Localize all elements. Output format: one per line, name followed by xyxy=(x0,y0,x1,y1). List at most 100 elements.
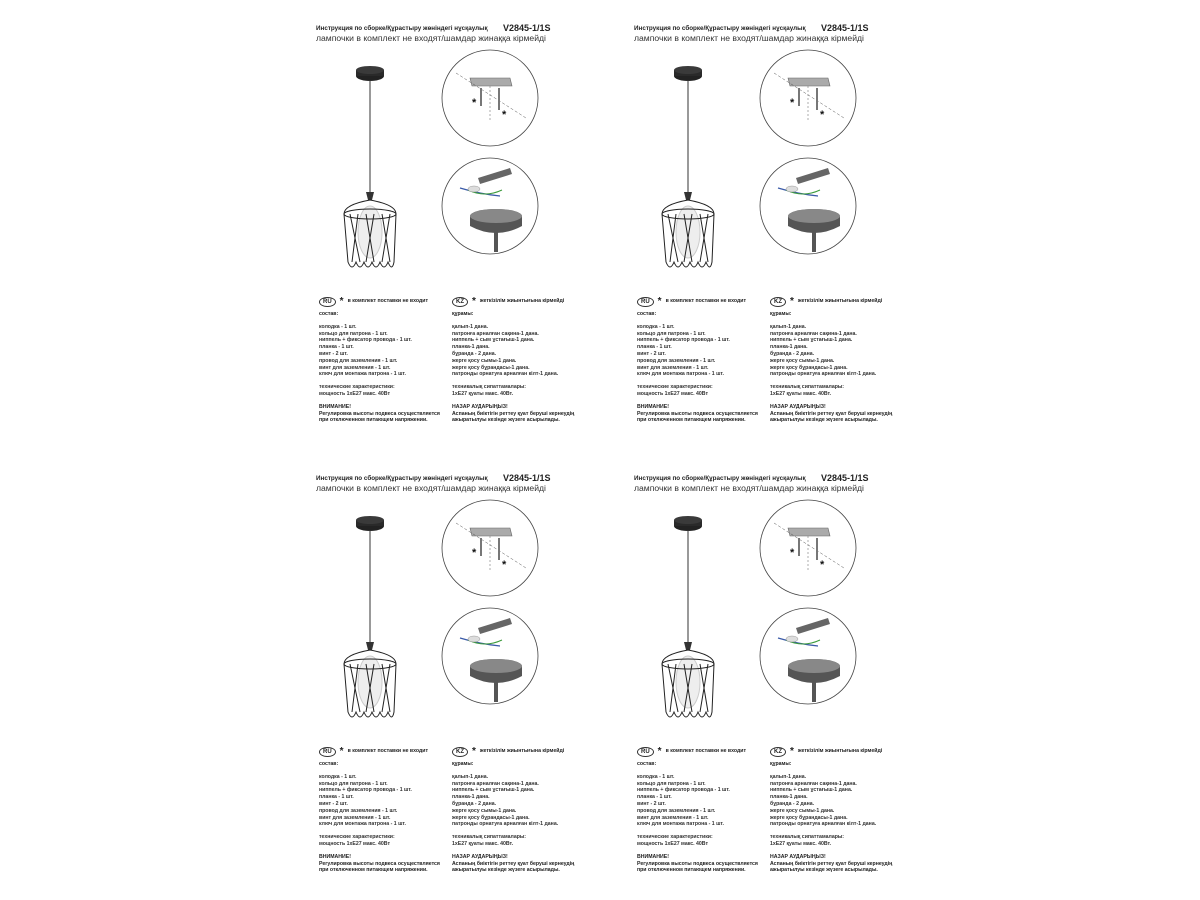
asterisk-icon: * xyxy=(657,745,662,757)
list-item: патронға арналған сақина-1 дана. xyxy=(452,330,539,337)
list-item: ниппель + сым ұстағыш-1 дана. xyxy=(770,337,853,344)
list-item: патронды орнатуға арналған кілт-1 дана. xyxy=(770,821,877,828)
kazakh-section: KZ * жеткізілім жиынтығына кірмейді құра… xyxy=(770,746,910,874)
contents-list: қалып-1 дана.патронға арналған сақина-1 … xyxy=(770,324,910,378)
contents-heading: құрамы: xyxy=(770,311,792,317)
list-item: винт - 2 шт. xyxy=(319,800,348,807)
not-included-note: жеткізілім жиынтығына кірмейді xyxy=(479,298,565,305)
warning-text: Регулировка высоты подвеса осуществляетс… xyxy=(319,411,459,425)
kz-language-badge: KZ xyxy=(452,746,468,757)
list-item: винт для заземления - 1 шт. xyxy=(637,364,709,371)
mounting-diagram: * * xyxy=(759,499,857,705)
list-item: винт для заземления - 1 шт. xyxy=(637,814,709,821)
list-item: ниппель + фиксатор провода - 1 шт. xyxy=(319,787,412,794)
contents-heading: құрамы: xyxy=(452,311,474,317)
list-item: жерге қосу сымы-1 дана. xyxy=(770,357,835,364)
kazakh-section: KZ * жеткізілім жиынтығына кірмейді құра… xyxy=(770,296,910,424)
list-item: планка - 1 шт. xyxy=(319,794,354,801)
list-item: планка-1 дана. xyxy=(452,794,490,801)
ru-language-badge: RU xyxy=(637,746,654,757)
list-item: патронға арналған сақина-1 дана. xyxy=(770,330,857,337)
contents-heading: состав: xyxy=(637,761,657,767)
list-item: ажыратылуы кезінде жүзеге асырылады. xyxy=(452,867,560,874)
list-item: ниппель + сым ұстағыш-1 дана. xyxy=(452,337,535,344)
list-item: при отключенном питающем напряжении. xyxy=(637,867,746,874)
bulbs-not-included-note: лампочки в комплект не входят/шамдар жин… xyxy=(634,483,864,493)
not-included-note: в комплект поставки не входит xyxy=(347,748,428,755)
ru-language-badge: RU xyxy=(637,296,654,307)
mounting-diagram: * * xyxy=(441,499,539,705)
tech-spec-label: технические характеристики: xyxy=(319,384,395,391)
canopy-wiring-icon xyxy=(777,618,840,702)
instruction-title: Инструкция по сборке/Құрастыру жөніндегі… xyxy=(634,25,806,32)
list-item: жерге қосу сымы-1 дана. xyxy=(770,807,835,814)
russian-section: RU * в комплект поставки не входит соста… xyxy=(319,746,459,874)
list-item: ключ для монтажа патрона - 1 шт. xyxy=(637,371,724,378)
svg-text:*: * xyxy=(472,97,477,109)
list-item: винт - 2 шт. xyxy=(637,800,666,807)
contents-list: колодка - 1 шт.кольцо для патрона - 1 шт… xyxy=(319,774,459,828)
list-item: планка-1 дана. xyxy=(452,344,490,351)
warning-title: ВНИМАНИЕ! xyxy=(637,403,669,410)
list-item: планка-1 дана. xyxy=(770,794,808,801)
svg-text:*: * xyxy=(820,559,825,571)
mounting-bracket-icon: * * xyxy=(773,72,845,121)
list-item: жерге қосу бұрандасы-1 дана. xyxy=(452,364,530,371)
list-item: кольцо для патрона - 1 шт. xyxy=(319,780,388,787)
bulbs-not-included-note: лампочки в комплект не входят/шамдар жин… xyxy=(316,33,546,43)
list-item: Аспаның биіктігін реттеу қуат беруші кер… xyxy=(770,860,893,867)
pendant-lamp-illustration xyxy=(343,66,397,268)
list-item: бұранда - 2 дана. xyxy=(770,350,815,357)
tech-spec-label: техникалық сипаттамалары: xyxy=(770,384,845,391)
canopy-wiring-icon xyxy=(459,168,522,252)
mounting-bracket-icon: * * xyxy=(773,522,845,571)
list-item: ажыратылуы кезінде жүзеге асырылады. xyxy=(770,867,878,874)
ru-language-badge: RU xyxy=(319,296,336,307)
warning-text: Регулировка высоты подвеса осуществляетс… xyxy=(637,411,777,425)
warning-text: Регулировка высоты подвеса осуществляетс… xyxy=(319,861,459,875)
asterisk-icon: * xyxy=(339,745,344,757)
list-item: ключ для монтажа патрона - 1 шт. xyxy=(319,821,406,828)
tech-spec-value: мощность 1хЕ27 макс. 40Вт xyxy=(319,840,390,847)
list-item: патронға арналған сақина-1 дана. xyxy=(452,780,539,787)
model-number: V2845-1/1S xyxy=(821,23,869,33)
list-item: колодка - 1 шт. xyxy=(319,323,357,330)
list-item: ниппель + фиксатор провода - 1 шт. xyxy=(637,787,730,794)
pendant-lamp-illustration xyxy=(343,516,397,718)
list-item: қалып-1 дана. xyxy=(452,323,489,330)
warning-text: Аспаның биіктігін реттеу қуат беруші кер… xyxy=(770,411,910,425)
contents-heading: состав: xyxy=(319,311,339,317)
list-item: патронды орнатуға арналған кілт-1 дана. xyxy=(770,371,877,378)
warning-text: Аспаның биіктігін реттеу қуат беруші кер… xyxy=(452,411,592,425)
tech-spec-value: 1хЕ27 қуаты макс. 40Вт. xyxy=(770,840,832,847)
pendant-lamp-illustration xyxy=(661,516,715,718)
pendant-lamp-illustration xyxy=(661,66,715,268)
list-item: кольцо для патрона - 1 шт. xyxy=(637,330,706,337)
list-item: винт - 2 шт. xyxy=(637,350,666,357)
list-item: жерге қосу бұрандасы-1 дана. xyxy=(770,364,848,371)
list-item: планка - 1 шт. xyxy=(637,794,672,801)
tech-spec-value: мощность 1хЕ27 макс. 40Вт xyxy=(637,390,708,397)
list-item: ключ для монтажа патрона - 1 шт. xyxy=(319,371,406,378)
russian-section: RU * в комплект поставки не входит соста… xyxy=(637,296,777,424)
list-item: ажыратылуы кезінде жүзеге асырылады. xyxy=(452,417,560,424)
tech-spec-label: техникалық сипаттамалары: xyxy=(452,384,527,391)
bulbs-not-included-note: лампочки в комплект не входят/шамдар жин… xyxy=(316,483,546,493)
tech-spec-value: 1хЕ27 қуаты макс. 40Вт. xyxy=(452,840,514,847)
asterisk-icon: * xyxy=(790,295,794,307)
warning-text: Регулировка высоты подвеса осуществляетс… xyxy=(637,861,777,875)
tech-spec-label: технические характеристики: xyxy=(637,834,713,841)
list-item: патронға арналған сақина-1 дана. xyxy=(770,780,857,787)
svg-text:*: * xyxy=(502,559,507,571)
contents-list: қалып-1 дана.патронға арналған сақина-1 … xyxy=(452,324,592,378)
russian-section: RU * в комплект поставки не входит соста… xyxy=(637,746,777,874)
list-item: бұранда - 2 дана. xyxy=(452,800,497,807)
list-item: ниппель + фиксатор провода - 1 шт. xyxy=(319,337,412,344)
model-number: V2845-1/1S xyxy=(503,473,551,483)
kazakh-section: KZ * жеткізілім жиынтығына кірмейді құра… xyxy=(452,746,592,874)
instruction-title: Инструкция по сборке/Құрастыру жөніндегі… xyxy=(316,475,488,482)
instruction-title: Инструкция по сборке/Құрастыру жөніндегі… xyxy=(316,25,488,32)
list-item: провод для заземления - 1 шт. xyxy=(637,357,716,364)
contents-heading: состав: xyxy=(637,311,657,317)
tech-spec-value: 1хЕ27 қуаты макс. 40Вт. xyxy=(770,390,832,397)
